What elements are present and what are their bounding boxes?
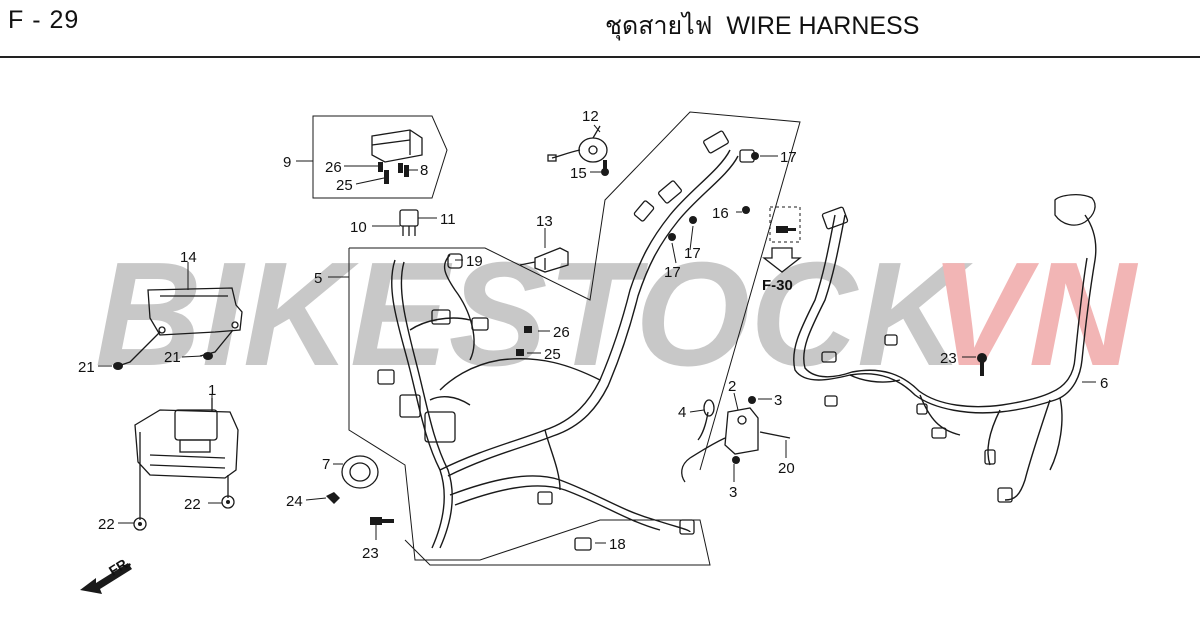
bolt-24	[326, 492, 340, 504]
watermark-main-text: BIKESTOCK	[95, 232, 973, 397]
callout-25-lower: 25	[544, 346, 561, 363]
callout-4: 4	[678, 404, 686, 421]
callout-10: 10	[350, 219, 367, 236]
callout-20: 20	[778, 460, 795, 477]
callout-5: 5	[314, 270, 322, 287]
callout-1: 1	[208, 382, 216, 399]
clips-16-17	[668, 152, 759, 241]
callout-17-mid: 17	[684, 245, 701, 262]
callout-numbers: 9 26 25 8 10 11 5 14 21 21 1 22 22 7 24 …	[78, 108, 1108, 562]
diagram-code: F - 29	[8, 6, 80, 34]
callout-9: 9	[283, 154, 291, 171]
nut-22-right	[221, 495, 235, 509]
terminals-25-26-lower	[516, 326, 532, 356]
callout-26-lower: 26	[553, 324, 570, 341]
sensor-part-12	[547, 125, 608, 163]
callout-23-lower: 23	[362, 545, 379, 562]
callout-15: 15	[570, 165, 587, 182]
leader-lines	[98, 124, 1096, 544]
horn-part-7	[341, 455, 379, 489]
ignition-coil-part-2	[681, 399, 791, 483]
reference-box	[769, 206, 801, 243]
relay-part-10-11	[399, 209, 419, 236]
harness-group-outline-lower	[348, 248, 711, 566]
reference-arrow-icon	[762, 247, 802, 273]
callout-3-lower: 3	[729, 484, 737, 501]
callout-7: 7	[322, 456, 330, 473]
callout-11: 11	[440, 211, 456, 228]
reference-label: F-30	[762, 277, 793, 294]
callout-24: 24	[286, 493, 303, 510]
nuts-part-3	[732, 396, 756, 464]
callout-23-right: 23	[940, 350, 957, 367]
callout-2: 2	[728, 378, 736, 395]
screw-21-left	[113, 362, 123, 370]
bolt-15	[601, 160, 609, 176]
connector-part-13	[519, 247, 569, 273]
callout-22-right: 22	[184, 496, 201, 513]
callout-25-upper: 25	[336, 177, 353, 194]
callout-12: 12	[582, 108, 599, 125]
watermark-accent-text: VN	[930, 232, 1139, 397]
callout-26-upper: 26	[325, 159, 342, 176]
diagram-title: ชุดสายไฟ WIRE HARNESS	[605, 6, 919, 46]
header-divider	[0, 56, 1200, 58]
reference-bolt	[776, 226, 796, 233]
bolt-23-lower	[370, 517, 394, 525]
harness-connectors	[377, 130, 755, 551]
title-thai: ชุดสายไฟ	[605, 12, 713, 40]
screw-21-right	[203, 352, 213, 360]
callout-6: 6	[1100, 375, 1108, 392]
relay-box-part-9	[371, 129, 423, 163]
ecu-part-1	[134, 398, 239, 520]
callout-21-left: 21	[78, 359, 95, 376]
callout-19: 19	[466, 253, 483, 270]
group-outlines	[312, 111, 801, 566]
relay-group-outline	[312, 115, 448, 199]
callout-17-top: 17	[780, 149, 797, 166]
sub-harness-connectors	[821, 194, 1096, 503]
callout-13: 13	[536, 213, 553, 230]
harness-group-outline-upper	[349, 111, 801, 471]
reference-f30: F-30	[762, 206, 802, 294]
callout-3-upper: 3	[774, 392, 782, 409]
main-harness-part-5	[391, 149, 739, 549]
callout-8: 8	[420, 162, 428, 179]
terminals-25-26	[378, 162, 409, 184]
front-direction-indicator: FR.	[80, 553, 133, 594]
callout-21-right: 21	[164, 349, 181, 366]
callout-14: 14	[180, 249, 197, 266]
sub-harness-part-6	[793, 214, 1097, 501]
front-arrow-icon	[80, 563, 132, 594]
callout-22-left: 22	[98, 516, 115, 533]
bolt-23-right	[977, 353, 987, 376]
callout-17-low: 17	[664, 264, 681, 281]
title-english: WIRE HARNESS	[726, 12, 920, 40]
callout-18: 18	[609, 536, 626, 553]
nut-22-left	[133, 517, 147, 531]
callout-16: 16	[712, 205, 729, 222]
